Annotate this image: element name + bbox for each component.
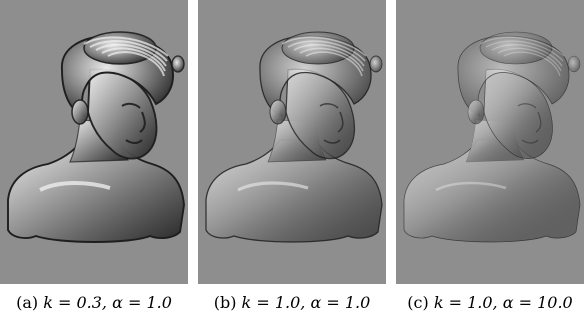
chest-highlight xyxy=(435,181,507,192)
hair-braid-line xyxy=(101,47,166,72)
hair-braid-line xyxy=(293,43,365,67)
ear-shape xyxy=(71,99,89,125)
panel-c-svg xyxy=(403,31,581,243)
hair-tie-shape xyxy=(369,55,383,73)
mouth-line xyxy=(125,139,143,144)
torso-shape xyxy=(7,139,185,243)
caption-b-label: (b) xyxy=(213,293,237,312)
eye-line xyxy=(121,102,141,109)
hair-tie-shape xyxy=(171,55,185,73)
hair-braid-line xyxy=(107,51,165,77)
caption-c-params: k = 1.0, α = 10.0 xyxy=(433,293,573,312)
panel-b-svg xyxy=(205,31,383,243)
hair-braid-line xyxy=(491,44,563,67)
hair-braid-line xyxy=(497,47,562,72)
hair-braid-line xyxy=(503,51,561,77)
panel-c-relief-image xyxy=(396,0,584,284)
caption-a: (a) k = 0.3, α = 1.0 xyxy=(0,293,192,313)
hair-braid-line xyxy=(95,43,167,67)
eye-line xyxy=(319,103,339,109)
caption-b: (b) k = 1.0, α = 1.0 xyxy=(194,293,390,313)
hair-braid-line xyxy=(281,36,367,57)
hair-braid-line xyxy=(299,47,364,72)
torso-shape xyxy=(205,139,383,243)
hair-braid-line xyxy=(305,51,363,77)
torso-shape xyxy=(403,139,581,243)
nose-line xyxy=(139,111,146,133)
eye-line xyxy=(517,103,537,109)
mouth-line xyxy=(521,139,539,144)
hair-braid-line xyxy=(485,40,564,62)
mouth-line xyxy=(323,139,341,144)
caption-a-label: (a) xyxy=(16,293,39,312)
chest-highlight xyxy=(237,181,309,192)
hair-braid-line xyxy=(287,40,366,62)
face-shape xyxy=(483,68,553,159)
nose-line xyxy=(535,111,542,133)
hair-braid-line xyxy=(479,36,565,57)
ear-shape xyxy=(269,99,287,125)
hair-braid-line xyxy=(89,40,168,62)
caption-b-params: k = 1.0, α = 1.0 xyxy=(241,293,371,312)
panel-b-relief-image xyxy=(198,0,386,284)
caption-c-label: (c) xyxy=(407,293,429,312)
panel-a-relief-image xyxy=(0,0,188,284)
nose-line xyxy=(337,111,344,133)
panel-a-svg xyxy=(7,31,185,243)
chest-highlight xyxy=(39,181,111,192)
hair-bun-shape xyxy=(479,31,553,65)
hair-braid-line xyxy=(83,36,169,57)
caption-c: (c) k = 1.0, α = 10.0 xyxy=(392,293,584,313)
ear-shape xyxy=(467,99,485,125)
caption-a-params: k = 0.3, α = 1.0 xyxy=(43,293,172,312)
hair-tie-shape xyxy=(567,55,581,73)
